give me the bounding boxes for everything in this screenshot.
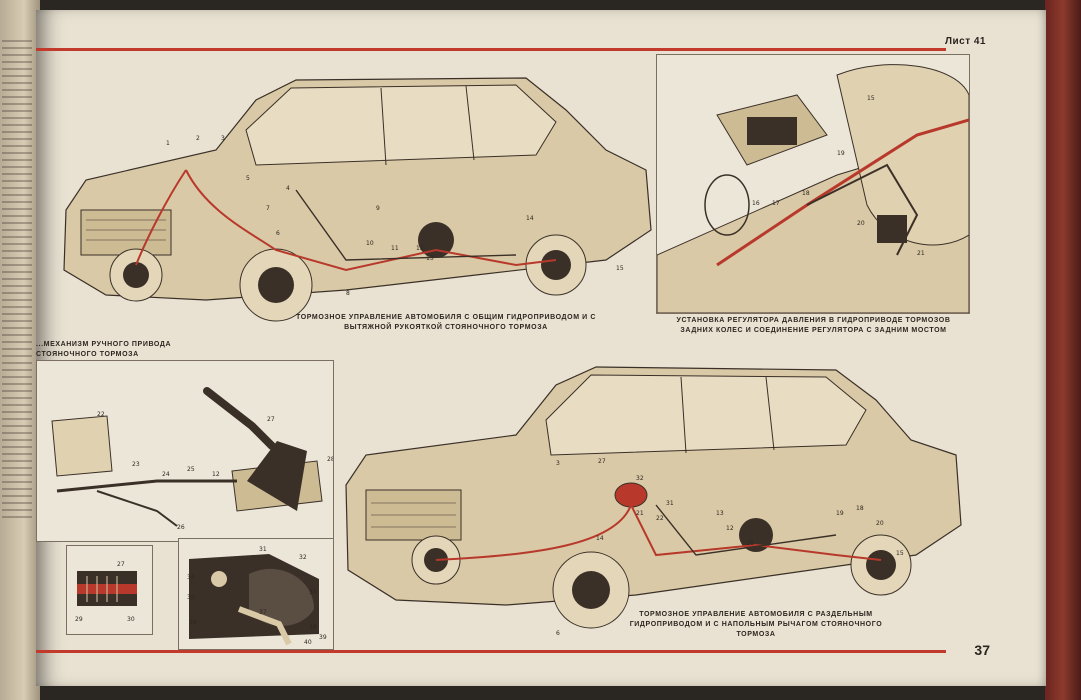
callout-number: 12 [726,525,734,532]
callout-number: 31 [666,500,674,507]
callout-number: 14 [596,535,604,542]
callout-number: 30 [127,616,135,623]
callout-number: 17 [772,200,780,207]
callout-number: 1 [166,140,170,147]
inset-a-panel: 27 29 30 [66,545,153,635]
callout-number: 21 [636,510,644,517]
callout-number: 24 [162,471,170,478]
callout-number: 19 [836,510,844,517]
book-cover-edge [1045,0,1081,700]
callout-number: 12 [212,471,220,478]
callout-number: 36 [189,619,197,626]
callout-number: 18 [802,190,810,197]
callout-number: 3 [556,460,560,467]
callout-number: 38 [309,624,317,631]
callout-number: 31 [259,546,267,553]
callout-number: 16 [746,540,754,547]
caption-left-mid: ...механизм ручного привода стояночного … [36,341,172,358]
lever-panel: 22 23 24 25 26 27 28 12 [36,360,334,542]
facing-page-edge [0,0,40,700]
callout-number: 15 [867,95,875,102]
sheet-label: Лист 41 [944,36,986,47]
callout-number: 10 [366,240,374,247]
callout-number: 19 [837,150,845,157]
callout-number: 5 [246,175,250,182]
callout-number: 32 [636,475,644,482]
callout-number: 16 [752,200,760,207]
callout-number: 27 [598,458,606,465]
caption-top-left: Тормозное управление автомобиля с общим … [296,314,596,331]
callout-number: 25 [187,466,195,473]
callout-number: 28 [327,456,334,463]
car-illustration-bottom: 3 27 32 21 22 31 14 13 12 16 19 18 20 15 6 [345,366,962,637]
callout-number: 8 [346,290,350,297]
callout-number: 6 [276,230,280,237]
callout-number: 33 [309,589,317,596]
inset-a-illustration: 27 29 30 [75,561,137,623]
callout-number: 22 [97,411,105,418]
callout-number: 32 [299,554,307,561]
callout-number: 20 [876,520,884,527]
callout-number: 2 [196,135,200,142]
callout-number: 21 [917,250,925,257]
callout-number: 27 [117,561,125,568]
page-number: 37 [974,642,990,658]
callout-number: 12 [416,245,424,252]
callout-number: 14 [526,215,534,222]
callout-number: 27 [267,416,275,423]
callout-number: 37 [259,609,267,616]
callout-number: 29 [75,616,83,623]
callout-number: 15 [896,550,904,557]
callout-number: 4 [286,185,290,192]
lever-illustration: 22 23 24 25 26 27 28 12 [51,387,334,531]
top-red-rule [36,48,946,51]
callout-number: 11 [391,245,399,252]
callout-number: 20 [857,220,865,227]
regulator-illustration: 15 16 17 18 19 20 21 [657,64,969,313]
callout-number: 39 [319,634,327,641]
callout-number: 40 [304,639,312,646]
callout-number: 23 [132,461,140,468]
callout-number: 18 [856,505,864,512]
callout-number: 3 [221,135,225,142]
facing-page-text [2,40,32,520]
callout-number: 13 [426,255,434,262]
callout-number: 35 [187,594,195,601]
callout-number: 13 [716,510,724,517]
callout-number: 34 [187,574,195,581]
caption-top-right: Установка регулятора давления в гидропри… [676,317,951,334]
callout-number: 9 [376,205,380,212]
callout-number: 6 [556,630,560,637]
callout-number: 22 [656,515,664,522]
callout-number: 7 [266,205,270,212]
regulator-panel: 15 16 17 18 19 20 21 [656,54,970,314]
caption-bottom-right: Тормозное управление автомобиля с раздел… [629,611,883,638]
callout-number: 15 [616,265,624,272]
bottom-red-rule [36,650,946,653]
callout-number: 26 [177,524,185,531]
